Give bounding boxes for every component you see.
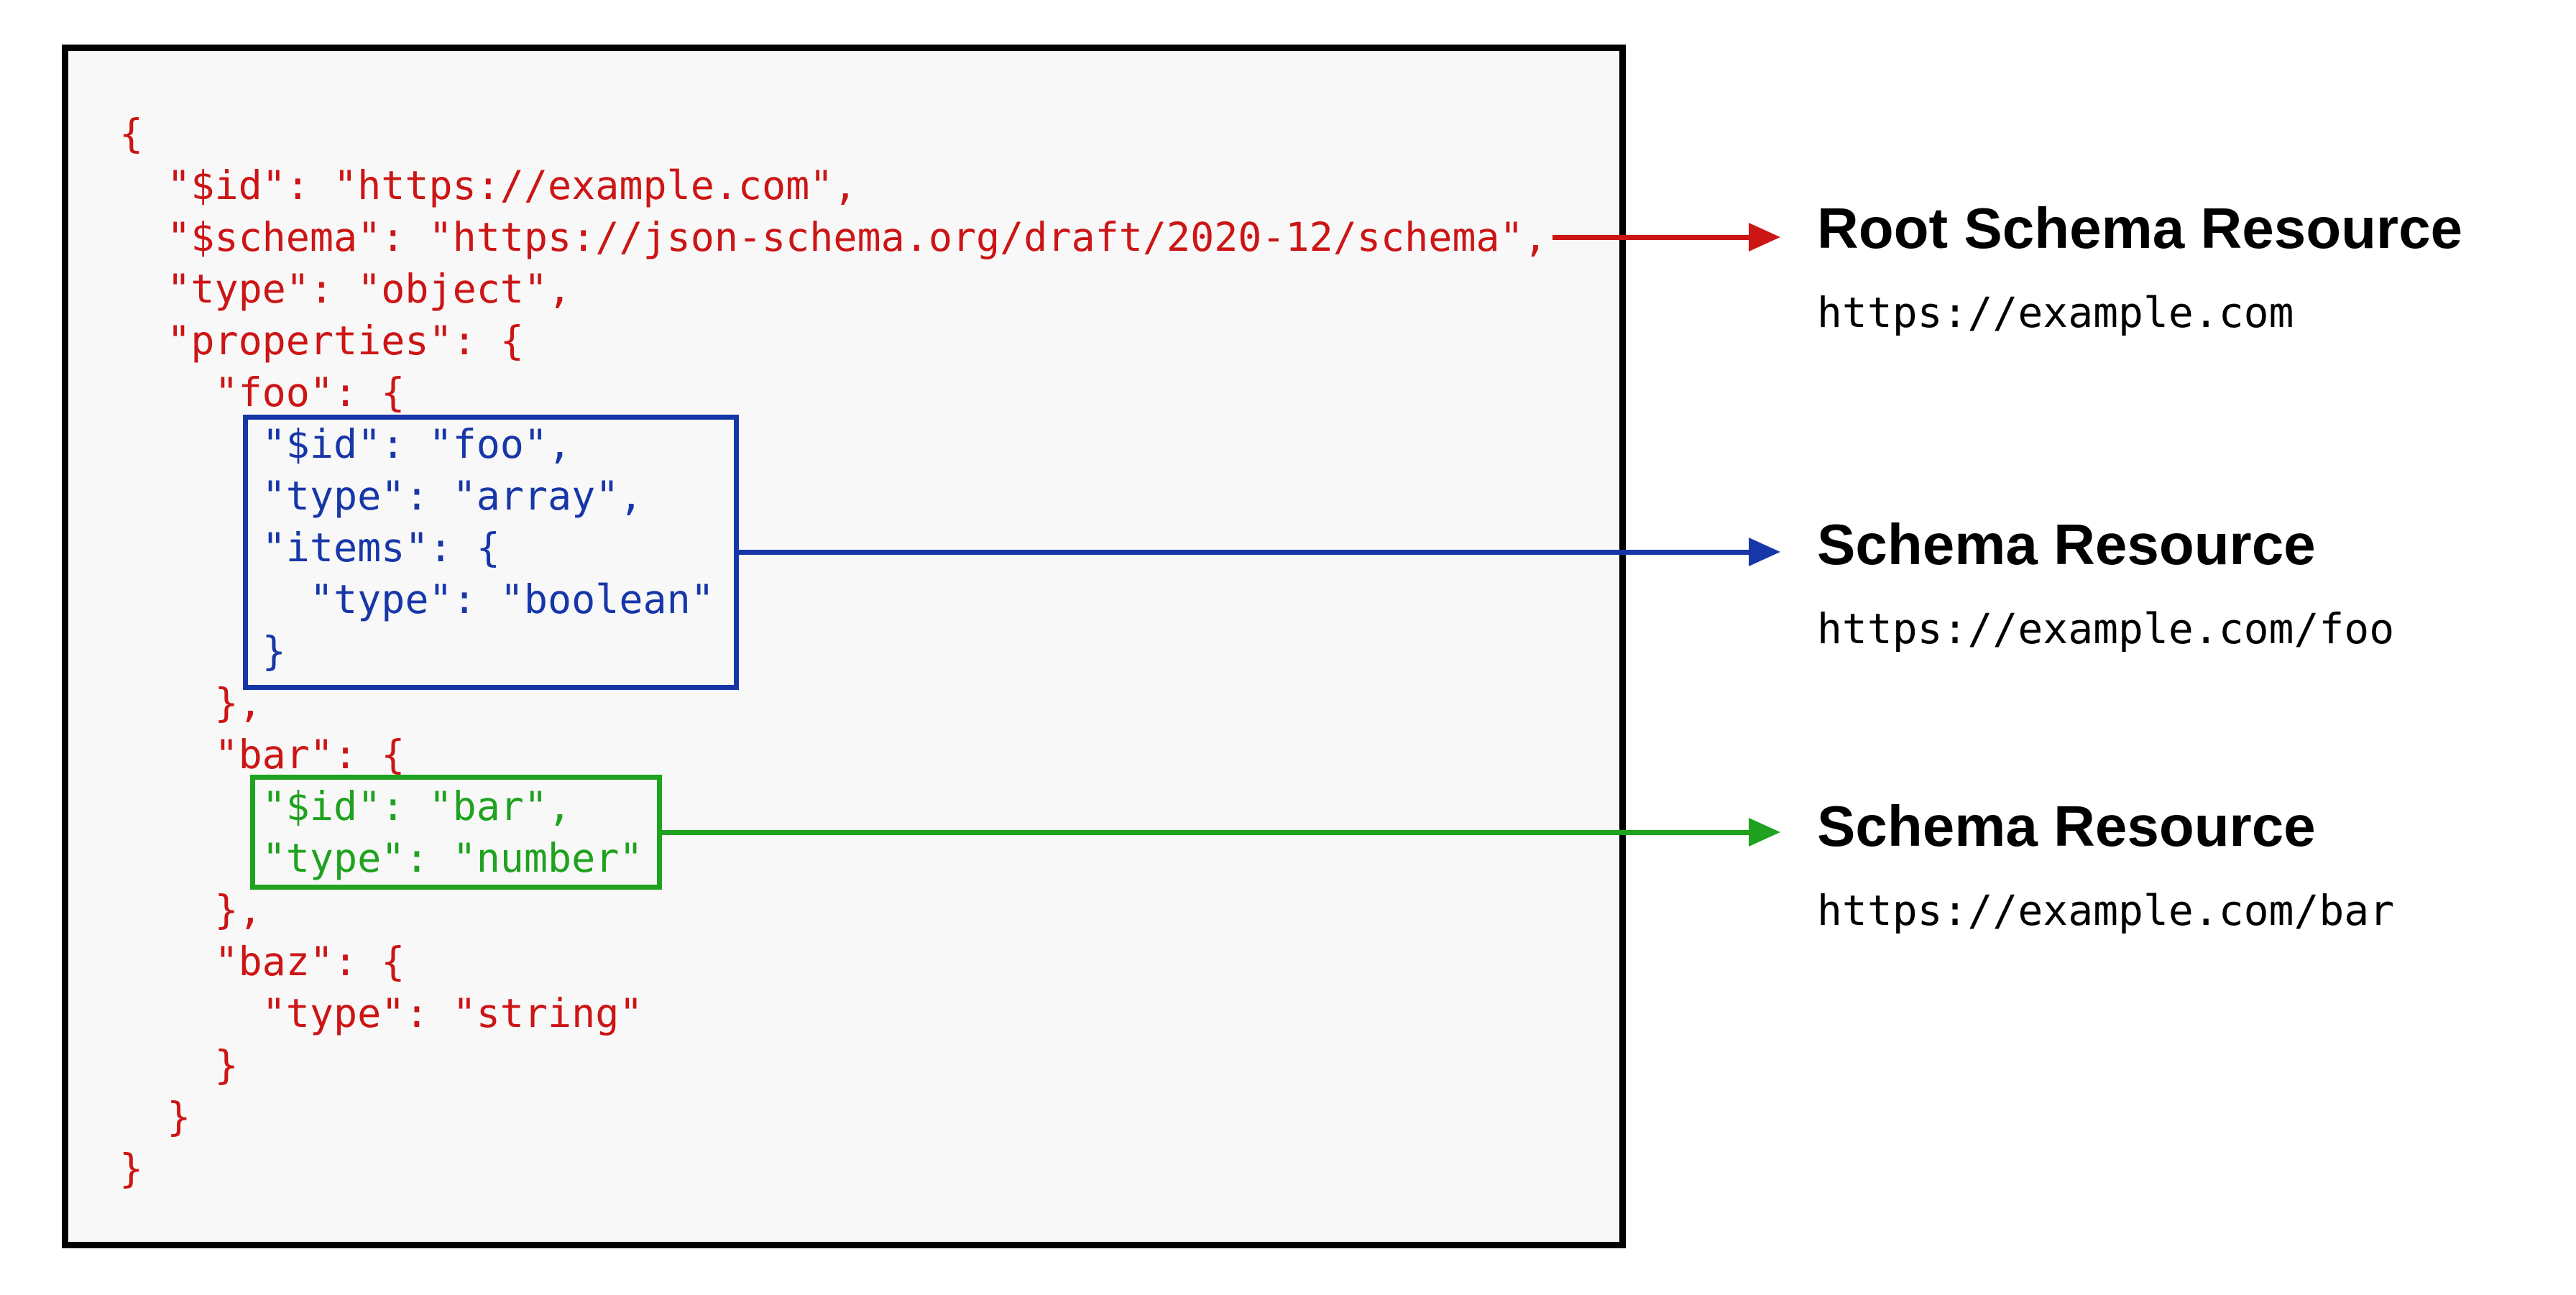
schema-document-box (62, 45, 1626, 1248)
code-line: "foo": { (119, 369, 405, 415)
label-url: https://example.com/bar (1817, 886, 2395, 935)
label-url: https://example.com (1817, 288, 2294, 337)
bar-schema-resource-highlight-box (250, 775, 662, 890)
root-schema-resource-label: Root Schema Resource https://example.com (1817, 196, 2463, 337)
code-line: "$id": "https://example.com", (119, 162, 857, 208)
code-line: "items": { (119, 525, 500, 571)
code-line: "type": "array", (119, 473, 643, 519)
code-line: }, (119, 887, 262, 933)
code-line: } (119, 628, 286, 674)
arrow-shaft (1552, 235, 1751, 240)
code-line: } (119, 1146, 144, 1192)
code-line: "type": "boolean" (119, 576, 714, 622)
code-line: "type": "string" (119, 990, 643, 1036)
label-url: https://example.com/foo (1817, 604, 2395, 653)
label-title: Root Schema Resource (1817, 196, 2463, 260)
bar-schema-resource-label: Schema Resource https://example.com/bar (1817, 794, 2395, 935)
code-line: } (119, 1094, 191, 1140)
code-line: "properties": { (119, 318, 524, 364)
code-line: "bar": { (119, 732, 405, 778)
arrowhead-icon (1749, 538, 1780, 566)
code-line: "type": "number" (119, 835, 643, 881)
foo-schema-resource-highlight-box (243, 415, 739, 690)
label-title: Schema Resource (1817, 512, 2316, 576)
arrow-shaft (735, 550, 1751, 555)
code-line: "$id": "foo", (119, 421, 572, 467)
code-line: { (119, 111, 144, 157)
code-line: "$id": "bar", (119, 783, 572, 829)
code-line: "$schema": "https://json-schema.org/draf… (119, 214, 1547, 260)
code-line: "type": "object", (119, 266, 572, 312)
arrowhead-icon (1749, 818, 1780, 847)
label-title: Schema Resource (1817, 794, 2316, 858)
arrow-shaft (658, 830, 1751, 835)
arrowhead-icon (1749, 223, 1780, 252)
code-line: "baz": { (119, 939, 405, 985)
code-line: } (119, 1042, 239, 1088)
json-code: { "$id": "https://example.com", "$schema… (119, 108, 1547, 1194)
foo-schema-resource-label: Schema Resource https://example.com/foo (1817, 512, 2395, 653)
